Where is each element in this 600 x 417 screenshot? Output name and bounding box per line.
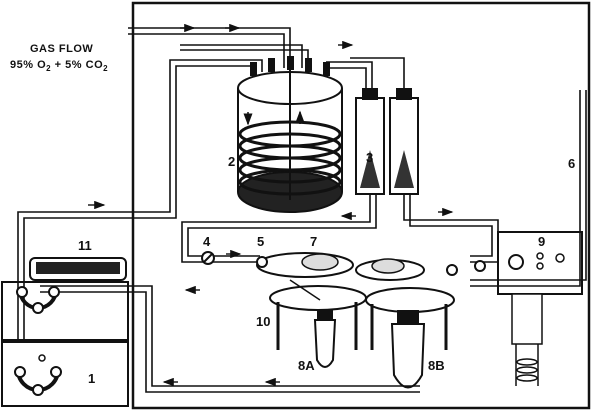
label-7: 7	[310, 234, 317, 249]
organ-bath-8a	[269, 279, 367, 368]
label-10: 10	[256, 314, 270, 329]
label-4: 4	[203, 234, 211, 249]
enclosure-frame	[131, 1, 591, 410]
circulation-loop	[181, 194, 499, 263]
gas-flow-label: GAS FLOW 95% O2 + 5% CO2	[10, 43, 108, 74]
loop-arrows	[226, 207, 454, 259]
label-2: 2	[228, 154, 235, 169]
thermostat-line-6	[470, 90, 587, 287]
label-6: 6	[568, 156, 575, 171]
gas-inflow-lines	[128, 27, 309, 68]
roller-pump-11	[29, 257, 127, 281]
gas-flow-title: GAS FLOW	[30, 43, 93, 55]
bottom-arrows	[162, 285, 280, 387]
label-1: 1	[88, 371, 95, 386]
label-5: 5	[257, 234, 264, 249]
label-8b: 8B	[428, 358, 445, 373]
gas-flow-arrows	[180, 23, 354, 50]
filter-columns	[355, 88, 419, 195]
label-3: 3	[366, 150, 373, 165]
stopcock-valve-4	[201, 251, 215, 265]
label-9: 9	[538, 234, 545, 249]
return-tubing-bottom	[40, 285, 420, 393]
organ-bath-8b	[355, 258, 486, 389]
control-unit-9	[497, 231, 583, 386]
oxygenator-chamber	[237, 56, 343, 213]
perfusion-chamber-7	[256, 252, 354, 278]
gas-flow-mixture: 95% O2 + 5% CO2	[10, 59, 108, 74]
pump-housing-1	[1, 281, 129, 407]
oxygenator-to-columns-tubing	[326, 57, 405, 90]
label-11: 11	[78, 238, 92, 253]
label-8a: 8A	[298, 358, 315, 373]
